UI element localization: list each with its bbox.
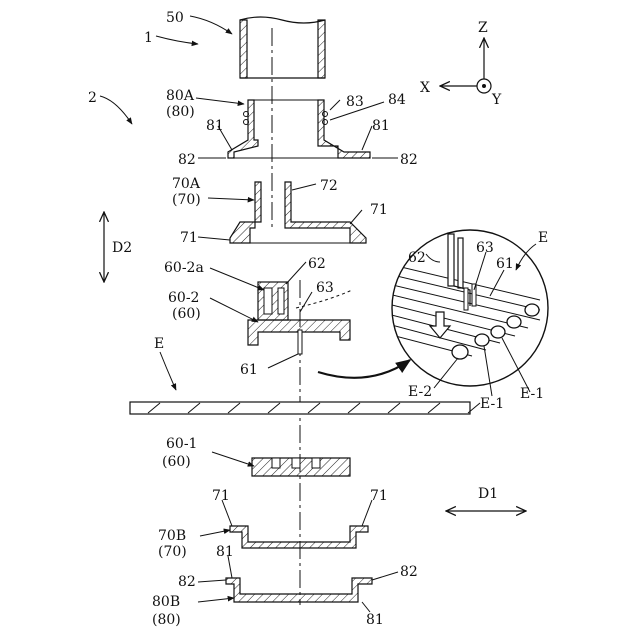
detail-label-E: E	[538, 230, 548, 246]
label-60-2a: 60-2a	[164, 260, 204, 276]
label-62: 62	[308, 256, 326, 272]
label-72: 72	[320, 178, 338, 194]
label-63: 63	[316, 280, 334, 296]
label-83: 83	[346, 94, 364, 110]
label-71-lower-left: 71	[212, 488, 230, 504]
label-70A: 70A	[172, 176, 201, 192]
label-D2: D2	[112, 240, 132, 256]
detail-label-E-2: E-2	[408, 384, 432, 400]
detail-label-E-1-a: E-1	[480, 396, 504, 412]
coordinate-axes	[440, 38, 491, 93]
part-70A-sleeve	[230, 182, 366, 243]
label-60-1-paren: (60)	[162, 454, 191, 470]
label-2: 2	[88, 90, 97, 106]
part-50-pipe	[240, 17, 325, 78]
label-50: 50	[166, 10, 184, 26]
label-82-lower-right: 82	[400, 564, 418, 580]
part-70B-sleeve	[230, 526, 368, 548]
label-70A-paren: (70)	[172, 192, 201, 208]
axis-label-Y: Y	[491, 92, 502, 108]
wire-end	[525, 304, 539, 316]
part-80B-fitting	[226, 578, 372, 602]
detail-leader	[318, 360, 410, 378]
label-E-left: E	[154, 336, 164, 352]
label-80B-paren: (80)	[152, 612, 181, 628]
label-80A-paren: (80)	[166, 104, 195, 120]
label-D1: D1	[478, 486, 498, 502]
label-70B: 70B	[158, 528, 186, 544]
label-81-lower-right: 81	[366, 612, 384, 628]
label-71-lower-right: 71	[370, 488, 388, 504]
label-80B: 80B	[152, 594, 180, 610]
label-81-lower-left: 81	[216, 544, 234, 560]
label-81-upper-right: 81	[372, 118, 390, 134]
label-60-2: 60-2	[168, 290, 199, 306]
detail-label-61: 61	[496, 256, 514, 272]
part-60-1-clamp	[252, 458, 350, 476]
label-82-upper-left: 82	[178, 152, 196, 168]
label-1: 1	[144, 30, 153, 46]
label-70B-paren: (70)	[158, 544, 187, 560]
label-61: 61	[240, 362, 258, 378]
label-82-upper-right: 82	[400, 152, 418, 168]
wire-end	[475, 334, 489, 346]
wire-end	[507, 316, 521, 328]
detail-label-E-1-b: E-1	[520, 386, 544, 402]
label-80A: 80A	[166, 88, 195, 104]
label-71-upper-left: 71	[180, 230, 198, 246]
detail-label-63: 63	[476, 240, 494, 256]
flat-cable-E	[130, 402, 480, 414]
label-81-upper-left: 81	[206, 118, 224, 134]
label-84: 84	[388, 92, 406, 108]
wire-end	[491, 326, 505, 338]
detail-label-62: 62	[408, 250, 426, 266]
label-60-1: 60-1	[166, 436, 197, 452]
axis-label-Z: Z	[478, 20, 488, 36]
axis-label-X: X	[420, 80, 430, 96]
label-82-lower-left: 82	[178, 574, 196, 590]
label-71-upper-right: 71	[370, 202, 388, 218]
wire-end	[452, 345, 468, 359]
label-60-2-paren: (60)	[172, 306, 201, 322]
